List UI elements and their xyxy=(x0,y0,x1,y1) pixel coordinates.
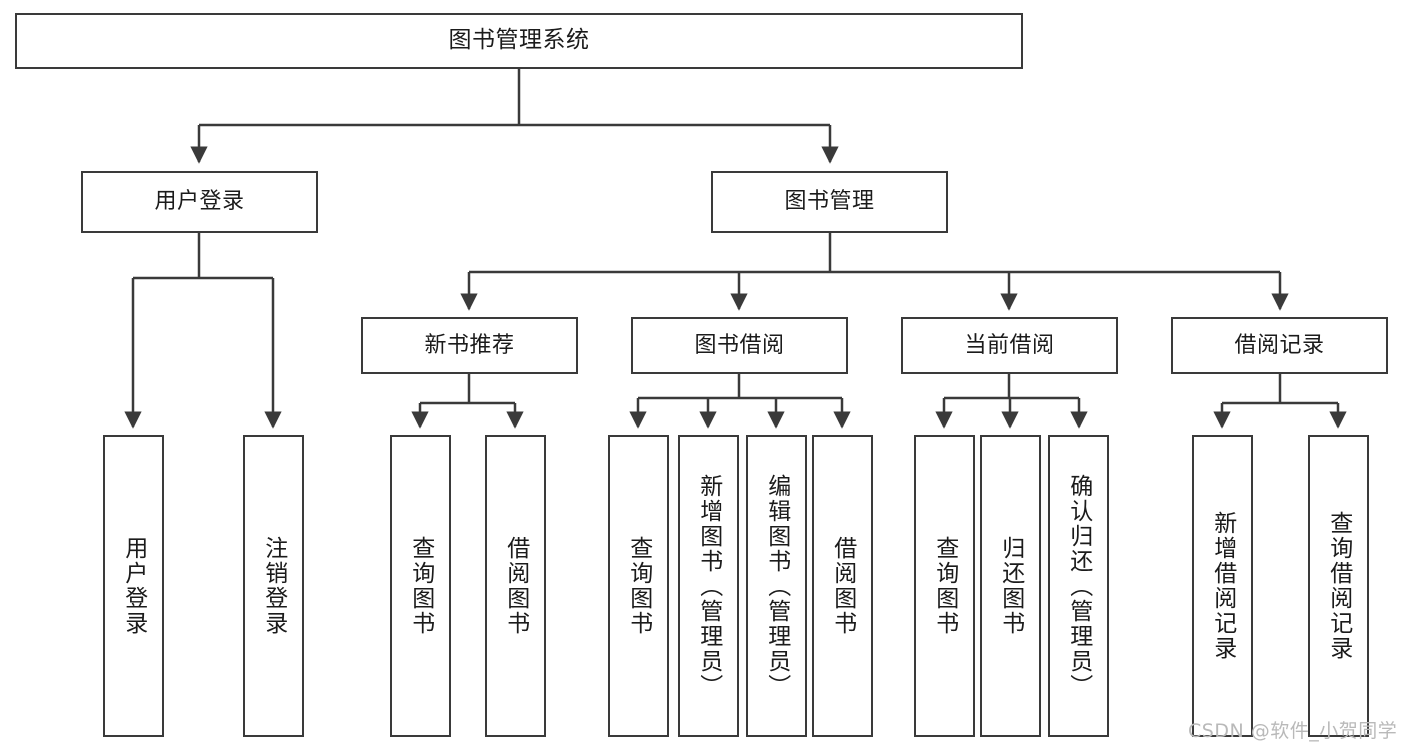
node-label: 用户登录 xyxy=(120,536,147,636)
leaf-confirm-return-admin[interactable]: 确认归还（管理员） xyxy=(1048,435,1109,737)
leaf-add-borrow-record[interactable]: 新增借阅记录 xyxy=(1192,435,1253,737)
leaf-borrow-book[interactable]: 借阅图书 xyxy=(812,435,873,737)
leaf-add-book-admin[interactable]: 新增图书（管理员） xyxy=(678,435,739,737)
node-book-borrow[interactable]: 图书借阅 xyxy=(631,317,848,374)
leaf-edit-book-admin[interactable]: 编辑图书（管理员） xyxy=(746,435,807,737)
node-label: 查询借阅记录 xyxy=(1325,511,1352,661)
node-label: 用户登录 xyxy=(154,189,245,215)
node-label: 借阅图书 xyxy=(829,536,856,636)
leaf-return-book[interactable]: 归还图书 xyxy=(980,435,1041,737)
node-label: 新增图书（管理员） xyxy=(695,473,722,699)
watermark-text: CSDN @软件_小贺同学 xyxy=(1188,720,1398,742)
node-label: 注销登录 xyxy=(260,536,287,636)
leaf-query-book-current[interactable]: 查询图书 xyxy=(914,435,975,737)
node-new-book-recommend[interactable]: 新书推荐 xyxy=(361,317,578,374)
leaf-query-book-recommend[interactable]: 查询图书 xyxy=(390,435,451,737)
node-book-management[interactable]: 图书管理 xyxy=(711,171,948,233)
node-label: 归还图书 xyxy=(997,536,1024,636)
node-root-system[interactable]: 图书管理系统 xyxy=(15,13,1023,69)
node-label: 借阅图书 xyxy=(502,536,529,636)
node-label: 图书管理 xyxy=(784,189,875,215)
leaf-query-book-borrow[interactable]: 查询图书 xyxy=(608,435,669,737)
node-label: 当前借阅 xyxy=(964,332,1055,358)
node-label: 编辑图书（管理员） xyxy=(763,473,790,699)
node-label: 图书管理系统 xyxy=(448,27,590,54)
node-label: 新增借阅记录 xyxy=(1209,511,1236,661)
leaf-logout[interactable]: 注销登录 xyxy=(243,435,304,737)
node-label: 新书推荐 xyxy=(424,332,515,358)
leaf-borrow-book-recommend[interactable]: 借阅图书 xyxy=(485,435,546,737)
node-label: 图书借阅 xyxy=(694,332,785,358)
node-label: 查询图书 xyxy=(931,536,958,636)
node-current-borrow[interactable]: 当前借阅 xyxy=(901,317,1118,374)
node-label: 借阅记录 xyxy=(1234,332,1325,358)
leaf-query-borrow-record[interactable]: 查询借阅记录 xyxy=(1308,435,1369,737)
node-user-login[interactable]: 用户登录 xyxy=(81,171,318,233)
node-label: 确认归还（管理员） xyxy=(1065,473,1092,699)
node-label: 查询图书 xyxy=(407,536,434,636)
node-label: 查询图书 xyxy=(625,536,652,636)
leaf-user-login[interactable]: 用户登录 xyxy=(103,435,164,737)
node-borrow-records[interactable]: 借阅记录 xyxy=(1171,317,1388,374)
